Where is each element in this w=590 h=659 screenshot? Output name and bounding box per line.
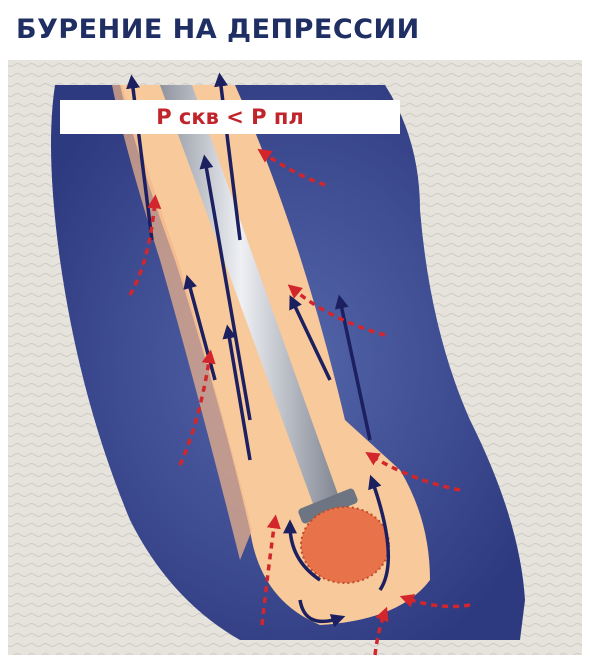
pressure-label: Р скв < Р пл [60,100,400,134]
